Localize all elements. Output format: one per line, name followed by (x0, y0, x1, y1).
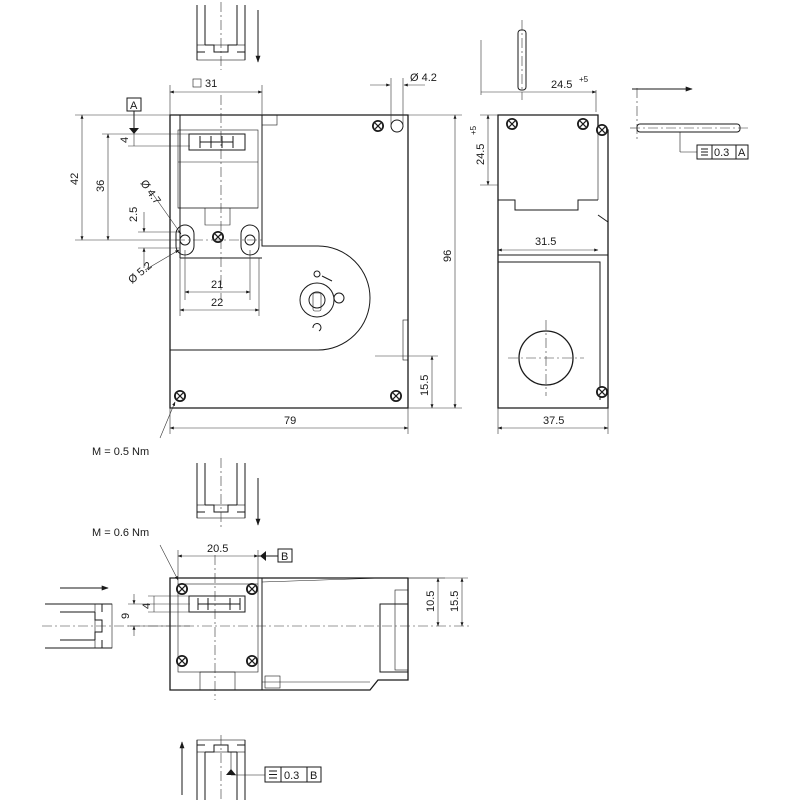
dim-96-label: 96 (442, 250, 454, 262)
dim-24-5-h: 24.5 +5 (480, 40, 597, 112)
dim-37-5: 37.5 (497, 408, 609, 434)
dim-15-5-top-label: 15.5 (449, 591, 461, 612)
dim-36: 36 (95, 133, 128, 241)
dim-10-5-label: 10.5 (425, 591, 437, 612)
cable-entry (518, 330, 574, 386)
flatness-b-value: 0.3 (284, 770, 299, 782)
dim-24-5-v-tol: +5 (469, 125, 478, 135)
datum-b: B (258, 548, 293, 563)
dim-4-top: 4 (141, 595, 190, 613)
side-view: 24.5 +5 24.5 +5 31.5 37.5 (469, 20, 750, 434)
dim-22: 22 (179, 258, 260, 316)
actuator-side-symbol-left (42, 585, 130, 649)
dim-2-5-label: 2.5 (128, 207, 140, 222)
torque-front: M = 0.5 Nm (92, 401, 176, 458)
dim-42-label: 42 (69, 173, 81, 185)
dim-square-31: 31 (169, 78, 263, 115)
dim-2-5: 2.5 (128, 207, 180, 268)
dim-24-5-v-label: 24.5 (475, 144, 487, 165)
dim-20-5-label: 20.5 (207, 543, 228, 555)
dim-24-5-v: 24.5 +5 (469, 114, 498, 186)
dim-4-top-label: 4 (141, 603, 153, 609)
flatness-a-value: 0.3 (714, 147, 729, 159)
dim-21-label: 21 (211, 279, 223, 291)
dim-20-5: 20.5 (177, 543, 259, 584)
bottom-detail: 0.3 B (179, 735, 322, 800)
top-view: 20.5 B M = 0.6 Nm 9 4 (42, 458, 470, 700)
dim-dia-4-2: Ø 4.2 (370, 72, 437, 126)
torque-top: M = 0.6 Nm (92, 527, 179, 581)
datum-a-front-label: A (130, 100, 138, 112)
dim-31-5-label: 31.5 (535, 236, 556, 248)
lock-release-icon (299, 270, 345, 332)
dim-4-front: 4 (119, 133, 190, 147)
dim-dia-4-2-label: Ø 4.2 (410, 72, 437, 84)
dim-79-label: 79 (284, 415, 296, 427)
flatness-a-datum: A (738, 147, 746, 159)
dim-15-5-front: 15.5 (375, 355, 438, 409)
dim-15-5-top: 15.5 (408, 577, 468, 627)
front-view: 31 Ø 4.2 A 4 42 (69, 2, 462, 458)
actuator-slot-front (188, 133, 246, 151)
dim-24-5-h-tol: +5 (579, 75, 589, 84)
dim-96: 96 (408, 114, 462, 409)
dim-9-label: 9 (120, 613, 132, 619)
torque-front-label: M = 0.5 Nm (92, 446, 149, 458)
switch-body-top (169, 577, 409, 691)
actuator-bottom-symbol (179, 735, 265, 800)
datum-a-front: A (126, 97, 142, 134)
actuator-pin-horizontal (630, 86, 750, 152)
actuator-top-symbol (196, 458, 261, 530)
dim-15-5-front-label: 15.5 (419, 375, 431, 396)
torque-top-label: M = 0.6 Nm (92, 527, 149, 539)
switch-body-front (169, 114, 409, 409)
actuator-front-symbol (196, 2, 261, 70)
dim-31-5: 31.5 (497, 236, 599, 252)
dim-36-label: 36 (95, 180, 107, 192)
dim-42: 42 (69, 114, 180, 241)
dim-21: 21 (184, 250, 251, 300)
flatness-b: 0.3 B (264, 766, 322, 783)
dim-4-front-label: 4 (119, 137, 131, 143)
flatness-a: 0.3 A (680, 144, 749, 160)
dim-79: 79 (169, 408, 409, 434)
flatness-b-datum: B (310, 770, 317, 782)
datum-b-label: B (281, 551, 288, 563)
dim-37-5-label: 37.5 (543, 415, 564, 427)
dim-dia-4-7-label: Ø 4.7 (138, 178, 163, 207)
dim-22-label: 22 (211, 297, 223, 309)
actuator-pin-side (517, 20, 527, 100)
dim-9: 9 (120, 594, 190, 636)
dim-10-5: 10.5 (408, 577, 445, 627)
dim-square-31-label: 31 (205, 78, 217, 90)
dim-24-5-h-label: 24.5 (551, 79, 572, 91)
dim-dia-5-2-label: Ø 5.2 (126, 260, 154, 286)
